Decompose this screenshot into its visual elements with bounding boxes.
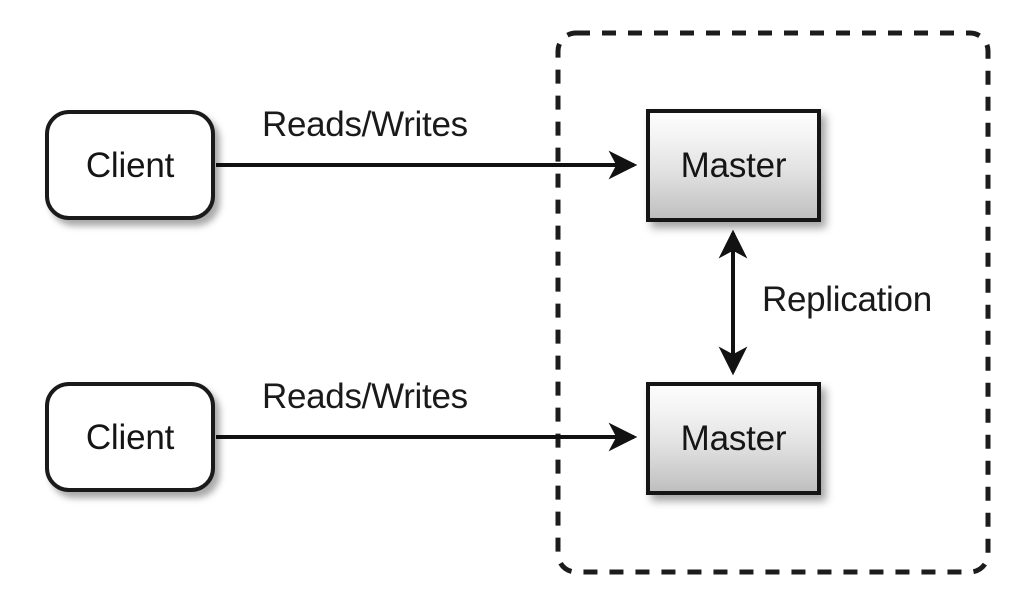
node-master-top[interactable]: Master: [646, 109, 821, 222]
replication-cluster-boundary: [555, 30, 991, 575]
node-label-master-bottom: Master: [680, 419, 787, 458]
edge-label-reads-writes-top: Reads/Writes: [262, 105, 468, 144]
node-client-top[interactable]: Client: [45, 110, 215, 220]
edge-label-replication: Replication: [762, 280, 932, 319]
node-label-client-top: Client: [85, 145, 175, 185]
node-label-client-bottom: Client: [85, 417, 175, 457]
node-client-bottom[interactable]: Client: [45, 382, 215, 492]
node-master-bottom[interactable]: Master: [646, 382, 821, 495]
node-label-master-top: Master: [680, 146, 787, 185]
edge-label-reads-writes-bottom: Reads/Writes: [262, 377, 468, 416]
